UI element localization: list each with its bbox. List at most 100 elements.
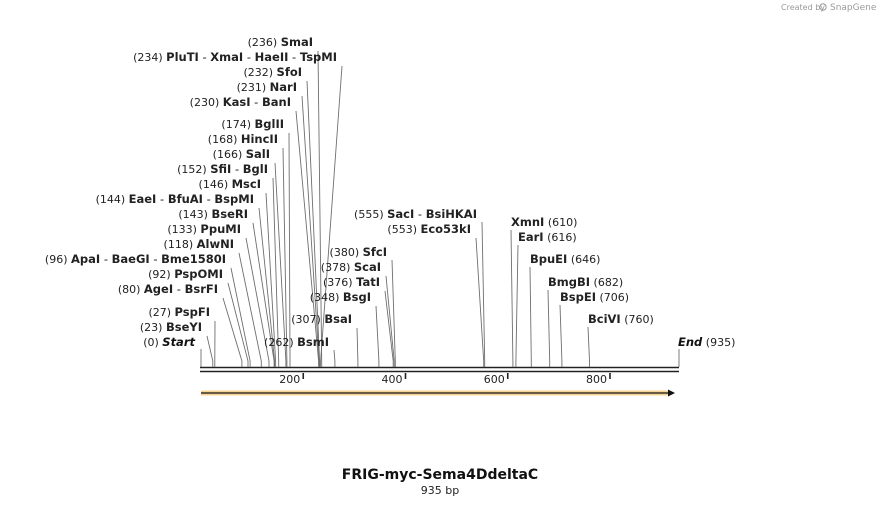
- enzyme-name-ppumi[interactable]: PpuMI: [200, 222, 241, 236]
- site-nari[interactable]: (231) NarI: [237, 80, 297, 94]
- site-eari[interactable]: EarI (616): [518, 230, 577, 244]
- site-label-xmni[interactable]: XmnI (610): [511, 215, 577, 229]
- enzyme-name-apai[interactable]: ApaI: [71, 252, 100, 266]
- enzyme-name-tspmi[interactable]: TspMI: [300, 50, 337, 64]
- enzyme-name-bgli[interactable]: BglI: [243, 162, 268, 176]
- enzyme-name-haeii[interactable]: HaeII: [255, 50, 289, 64]
- site-label-bsgi[interactable]: (348) BsgI: [310, 290, 371, 304]
- site-eaei[interactable]: (144) EaeI - BfuAI - BspMI: [96, 192, 254, 206]
- site-label-saci[interactable]: (555) SacI - BsiHKAI: [354, 207, 477, 221]
- site-label-kasi[interactable]: (230) KasI - BanI: [190, 95, 291, 109]
- site-hincii[interactable]: (168) HincII: [208, 132, 278, 146]
- site-ppumi[interactable]: (133) PpuMI: [167, 222, 241, 236]
- enzyme-name-bfuai[interactable]: BfuAI: [168, 192, 203, 206]
- enzyme-name-eaei[interactable]: EaeI: [129, 192, 157, 206]
- site-tati[interactable]: (376) TatI: [323, 275, 380, 289]
- site-xmni[interactable]: XmnI (610): [511, 215, 577, 229]
- enzyme-name-saci[interactable]: SacI: [387, 207, 414, 221]
- enzyme-name-agei[interactable]: AgeI: [144, 282, 173, 296]
- site-scai[interactable]: (378) ScaI: [321, 260, 381, 274]
- site-saci[interactable]: (555) SacI - BsiHKAI: [354, 207, 477, 221]
- site-label-tati[interactable]: (376) TatI: [323, 275, 380, 289]
- enzyme-name-bsrfi[interactable]: BsrFI: [185, 282, 218, 296]
- site-eco53ki[interactable]: (553) Eco53kI: [387, 222, 471, 236]
- enzyme-name-bspmi[interactable]: BspMI: [214, 192, 254, 206]
- enzyme-name-sfoi[interactable]: SfoI: [277, 65, 302, 79]
- site-pspfi[interactable]: (27) PspFI: [148, 305, 210, 319]
- enzyme-name-bcivi[interactable]: BciVI: [588, 312, 621, 326]
- site-label-scai[interactable]: (378) ScaI: [321, 260, 381, 274]
- site-label-sfii[interactable]: (152) SfiI - BglI: [177, 162, 268, 176]
- site-agei[interactable]: (80) AgeI - BsrFI: [118, 282, 218, 296]
- site-label-bmgbi[interactable]: BmgBI (682): [548, 275, 623, 289]
- enzyme-name-msci[interactable]: MscI: [232, 177, 261, 191]
- enzyme-name-kasi[interactable]: KasI: [223, 95, 251, 109]
- enzyme-name-baegi[interactable]: BaeGI: [112, 252, 150, 266]
- site-bcivi[interactable]: BciVI (760): [588, 312, 654, 326]
- site-label-bpuei[interactable]: BpuEI (646): [530, 252, 600, 266]
- site-label-apai[interactable]: (96) ApaI - BaeGI - Bme1580I: [45, 252, 226, 266]
- enzyme-name-sali[interactable]: SalI: [246, 147, 270, 161]
- site-bseri[interactable]: (143) BseRI: [178, 207, 248, 221]
- enzyme-name-pspfi[interactable]: PspFI: [175, 305, 210, 319]
- site-label-sfoi[interactable]: (232) SfoI: [243, 65, 302, 79]
- enzyme-name-nari[interactable]: NarI: [270, 80, 297, 94]
- site-label-nari[interactable]: (231) NarI: [237, 80, 297, 94]
- enzyme-name-bme1580i[interactable]: Bme1580I: [161, 252, 226, 266]
- site-sfci[interactable]: (380) SfcI: [330, 245, 387, 259]
- site-label-bsai[interactable]: (307) BsaI: [291, 312, 352, 326]
- site-label-bglii[interactable]: (174) BglII: [221, 117, 284, 131]
- enzyme-name-bseyi[interactable]: BseYI: [166, 320, 202, 334]
- enzyme-name-bmgbi[interactable]: BmgBI: [548, 275, 590, 289]
- enzyme-name-bseri[interactable]: BseRI: [211, 207, 248, 221]
- enzyme-name-xmni[interactable]: XmnI: [511, 215, 544, 229]
- site-label-pspfi[interactable]: (27) PspFI: [148, 305, 210, 319]
- enzyme-name-scai[interactable]: ScaI: [354, 260, 381, 274]
- site-label-bseri[interactable]: (143) BseRI: [178, 207, 248, 221]
- site-label-sfci[interactable]: (380) SfcI: [330, 245, 387, 259]
- site-bmgbi[interactable]: BmgBI (682): [548, 275, 623, 289]
- enzyme-name-tati[interactable]: TatI: [356, 275, 380, 289]
- enzyme-name-bsihkai[interactable]: BsiHKAI: [426, 207, 477, 221]
- enzyme-name-bsmi[interactable]: BsmI: [297, 335, 329, 349]
- enzyme-name-sfii[interactable]: SfiI: [210, 162, 231, 176]
- site-label-pspomi[interactable]: (92) PspOMI: [148, 267, 223, 281]
- site-label-hincii[interactable]: (168) HincII: [208, 132, 278, 146]
- site-smai[interactable]: (236) SmaI: [248, 35, 313, 49]
- enzyme-name-smai[interactable]: SmaI: [281, 35, 313, 49]
- site-label-pluti[interactable]: (234) PluTI - XmaI - HaeII - TspMI: [133, 50, 337, 64]
- site-bsgi[interactable]: (348) BsgI: [310, 290, 371, 304]
- enzyme-name-bglii[interactable]: BglII: [255, 117, 285, 131]
- enzyme-name-bsgi[interactable]: BsgI: [343, 290, 371, 304]
- site-label-msci[interactable]: (146) MscI: [199, 177, 261, 191]
- site-label-agei[interactable]: (80) AgeI - BsrFI: [118, 282, 218, 296]
- enzyme-name-alwni[interactable]: AlwNI: [197, 237, 234, 251]
- enzyme-name-eari[interactable]: EarI: [518, 230, 544, 244]
- site-label-bspei[interactable]: BspEI (706): [560, 290, 629, 304]
- enzyme-name-bani[interactable]: BanI: [262, 95, 291, 109]
- site-label-bseyi[interactable]: (23) BseYI: [140, 320, 202, 334]
- site-apai[interactable]: (96) ApaI - BaeGI - Bme1580I: [45, 252, 226, 266]
- site-bsmi[interactable]: (262) BsmI: [264, 335, 329, 349]
- site-label-sali[interactable]: (166) SalI: [213, 147, 270, 161]
- site-bpuei[interactable]: BpuEI (646): [530, 252, 600, 266]
- enzyme-name-pspomi[interactable]: PspOMI: [174, 267, 223, 281]
- site-bseyi[interactable]: (23) BseYI: [140, 320, 202, 334]
- enzyme-name-bpuei[interactable]: BpuEI: [530, 252, 567, 266]
- enzyme-name-bspei[interactable]: BspEI: [560, 290, 596, 304]
- enzyme-name-xmai[interactable]: XmaI: [210, 50, 243, 64]
- site-sfoi[interactable]: (232) SfoI: [243, 65, 302, 79]
- site-bspei[interactable]: BspEI (706): [560, 290, 629, 304]
- enzyme-name-pluti[interactable]: PluTI: [166, 50, 199, 64]
- enzyme-name-bsai[interactable]: BsaI: [324, 312, 352, 326]
- site-alwni[interactable]: (118) AlwNI: [164, 237, 234, 251]
- site-label-smai[interactable]: (236) SmaI: [248, 35, 313, 49]
- enzyme-name-hincii[interactable]: HincII: [241, 132, 278, 146]
- site-label-eari[interactable]: EarI (616): [518, 230, 577, 244]
- enzyme-name-eco53ki[interactable]: Eco53kI: [420, 222, 471, 236]
- site-label-alwni[interactable]: (118) AlwNI: [164, 237, 234, 251]
- site-kasi[interactable]: (230) KasI - BanI: [190, 95, 291, 109]
- site-label-eco53ki[interactable]: (553) Eco53kI: [387, 222, 471, 236]
- site-label-bcivi[interactable]: BciVI (760): [588, 312, 654, 326]
- site-pluti[interactable]: (234) PluTI - XmaI - HaeII - TspMI: [133, 50, 337, 64]
